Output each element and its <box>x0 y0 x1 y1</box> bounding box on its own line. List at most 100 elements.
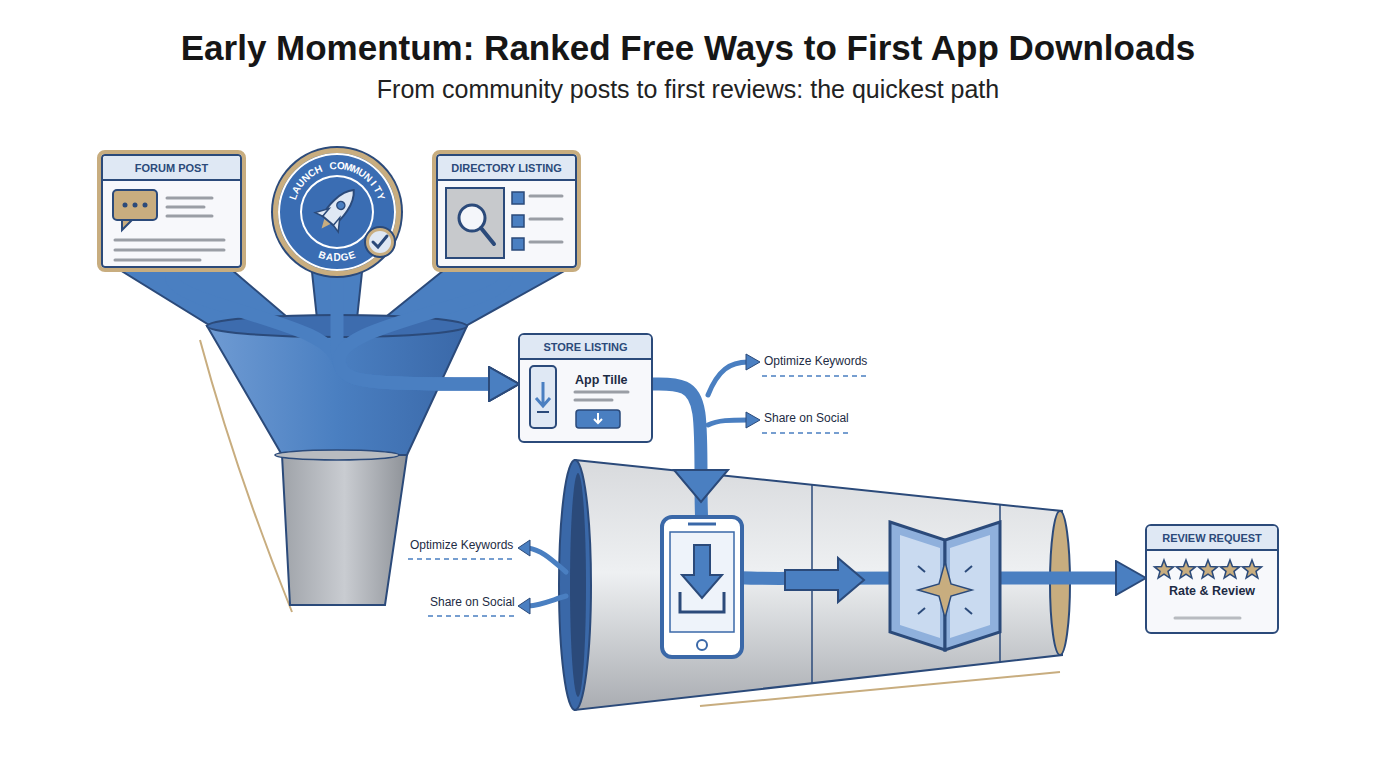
rating-stars <box>1154 560 1261 578</box>
action-label: Share on Social <box>764 411 849 425</box>
conveyor-tube <box>575 460 1062 710</box>
search-icon <box>512 215 524 227</box>
search-icon <box>530 218 562 221</box>
tube-arrow <box>785 558 864 602</box>
search-icon <box>446 188 562 258</box>
side-arrowheads <box>518 598 530 614</box>
source-beams <box>312 272 362 328</box>
action-label: Share on Social <box>430 595 515 609</box>
download-phone <box>697 640 707 650</box>
review-line <box>1175 617 1240 620</box>
open-book-icon <box>918 566 925 572</box>
rocket-icon <box>319 219 331 231</box>
label-underlines <box>408 558 516 560</box>
chat-icon <box>167 197 212 200</box>
chat-icon <box>115 239 224 242</box>
conveyor-tube <box>700 672 1060 706</box>
store-phone-icon <box>575 391 628 394</box>
label-underlines <box>408 376 868 616</box>
chat-icon <box>115 249 224 252</box>
box-header: REVIEW REQUEST <box>1147 526 1277 551</box>
search-icon <box>530 196 562 242</box>
star <box>1220 560 1239 578</box>
review-box: REVIEW REQUESTRate & Review <box>1145 524 1279 634</box>
open-book-icon <box>918 566 972 614</box>
conveyor-tube <box>570 473 586 697</box>
check-mark <box>365 227 395 257</box>
star <box>1242 560 1261 578</box>
box-header: DIRECTORY LISTING <box>438 156 575 181</box>
badge-bottom-text: BADGE <box>278 153 396 271</box>
open-book-icon <box>918 562 972 618</box>
flow-arrow <box>339 272 506 384</box>
side-arrowheads <box>746 412 760 428</box>
chat-icon <box>115 198 224 260</box>
down-arrowhead <box>674 470 728 502</box>
tube-arrow <box>785 558 864 602</box>
search-icon <box>459 205 485 231</box>
funnel-shape <box>200 315 467 612</box>
flow-arrow <box>172 272 493 384</box>
action-label: Optimize Keywords <box>410 538 513 552</box>
download-phone <box>670 532 734 632</box>
source-card: DIRECTORY LISTING <box>432 150 581 272</box>
download-phone <box>682 545 722 598</box>
label-underlines <box>762 375 868 377</box>
badge-circle: LAUNCH COMMUNITYBADGE <box>273 148 401 276</box>
side-arrows <box>528 596 566 606</box>
open-book-icon <box>890 522 945 650</box>
chat-icon <box>133 203 138 208</box>
store-phone-icon <box>575 392 628 400</box>
review-line <box>1175 617 1240 620</box>
store-phone-icon <box>594 413 602 423</box>
action-label: Optimize Keywords <box>764 354 867 368</box>
source-beams <box>120 270 300 328</box>
search-icon <box>512 238 524 250</box>
source-beams <box>372 270 566 328</box>
open-book-icon <box>918 608 925 614</box>
search-icon <box>481 228 494 244</box>
open-book-icon <box>945 522 1000 650</box>
open-book-icon <box>900 535 990 638</box>
label-underlines <box>428 615 516 617</box>
open-book-icon <box>965 566 972 572</box>
side-arrowheads <box>518 540 530 556</box>
chat-icon <box>122 220 132 230</box>
label-underlines <box>762 432 848 434</box>
search-icon <box>530 195 562 198</box>
side-arrows <box>528 362 748 606</box>
side-arrows <box>708 362 748 395</box>
conveyor-tube <box>559 460 1070 710</box>
rocket-icon <box>335 200 346 211</box>
search-icon <box>530 241 562 244</box>
chat-icon <box>123 203 128 208</box>
flow-arrow <box>653 384 1119 578</box>
chat-icon <box>113 190 224 260</box>
download-phone <box>662 517 742 657</box>
chat-icon <box>115 259 200 262</box>
chat-icon <box>167 206 204 209</box>
download-phone <box>688 523 716 526</box>
store-phone-icon <box>537 411 549 413</box>
star <box>1154 560 1173 578</box>
rocket-icon <box>310 180 365 238</box>
search-icon <box>512 192 524 204</box>
conveyor-tube <box>811 485 813 683</box>
funnel-shape <box>275 450 399 460</box>
check-mark <box>369 231 391 253</box>
funnel-shape <box>282 455 407 605</box>
diagram-subtitle: From community posts to first reviews: t… <box>0 75 1376 104</box>
store-phone-icon <box>530 366 628 428</box>
store-phone-icon <box>536 382 550 406</box>
check-mark <box>373 236 387 247</box>
source-beams <box>120 270 566 328</box>
open-book-icon <box>890 522 1000 650</box>
star <box>1176 560 1195 578</box>
download-phone <box>680 592 724 612</box>
box-body-text: App Tille <box>575 373 628 387</box>
chat-icon <box>167 215 212 218</box>
chat-icon <box>113 190 157 220</box>
